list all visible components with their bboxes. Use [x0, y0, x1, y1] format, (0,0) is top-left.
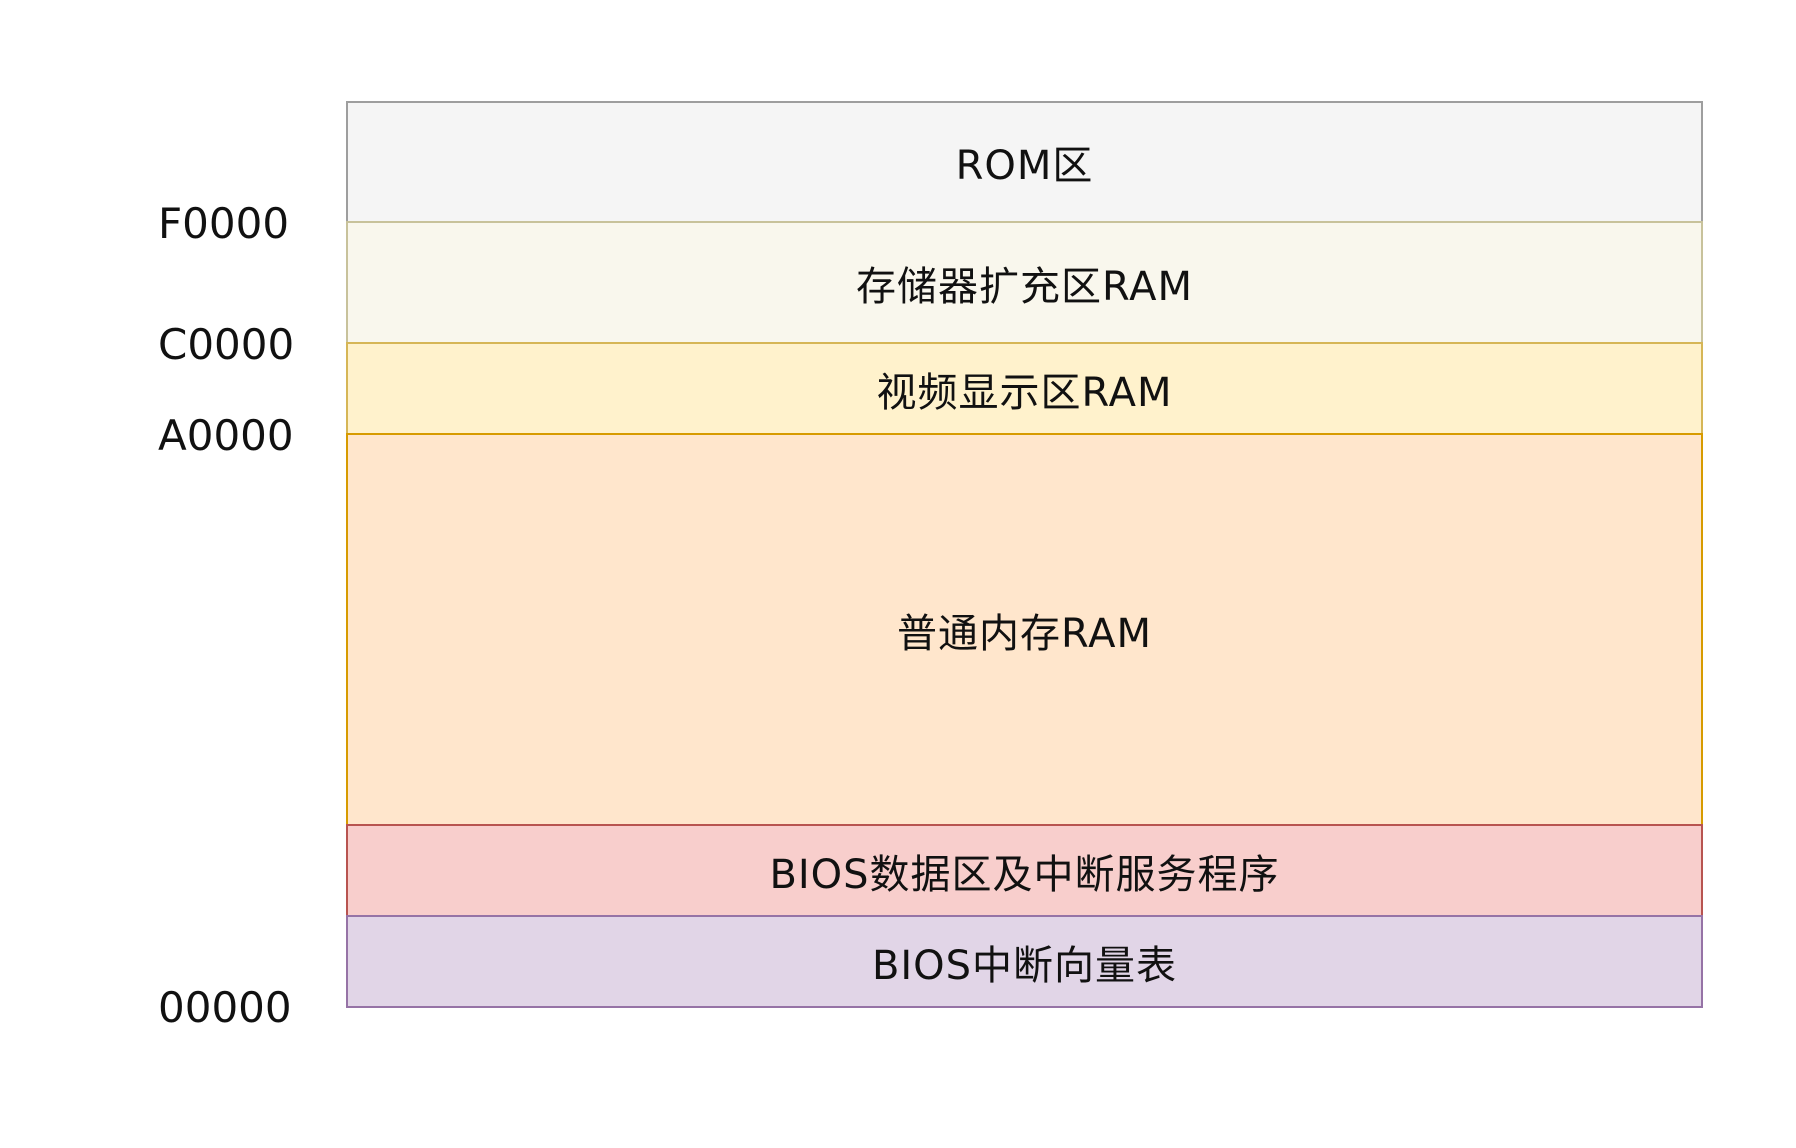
region-extended-ram: 存储器扩充区RAM — [346, 221, 1703, 344]
region-rom-label: ROM区 — [955, 143, 1094, 189]
region-rom: ROM区 — [346, 101, 1703, 223]
region-video-ram-label: 视频显示区RAM — [876, 369, 1173, 416]
address-a0000: A0000 — [158, 411, 294, 460]
address-c0000: C0000 — [158, 320, 295, 369]
region-conventional-ram: 普通内存RAM — [346, 433, 1703, 826]
region-interrupt-vector-table-label: BIOS中断向量表 — [871, 942, 1178, 989]
region-conventional-ram-label: 普通内存RAM — [896, 610, 1153, 657]
region-video-ram: 视频显示区RAM — [346, 342, 1703, 435]
address-f0000: F0000 — [158, 199, 290, 248]
address-00000: 00000 — [158, 983, 292, 1032]
region-interrupt-vector-table: BIOS中断向量表 — [346, 915, 1703, 1008]
region-bios-data: BIOS数据区及中断服务程序 — [346, 824, 1703, 917]
region-bios-data-label: BIOS数据区及中断服务程序 — [769, 851, 1280, 898]
region-extended-ram-label: 存储器扩充区RAM — [855, 263, 1194, 310]
